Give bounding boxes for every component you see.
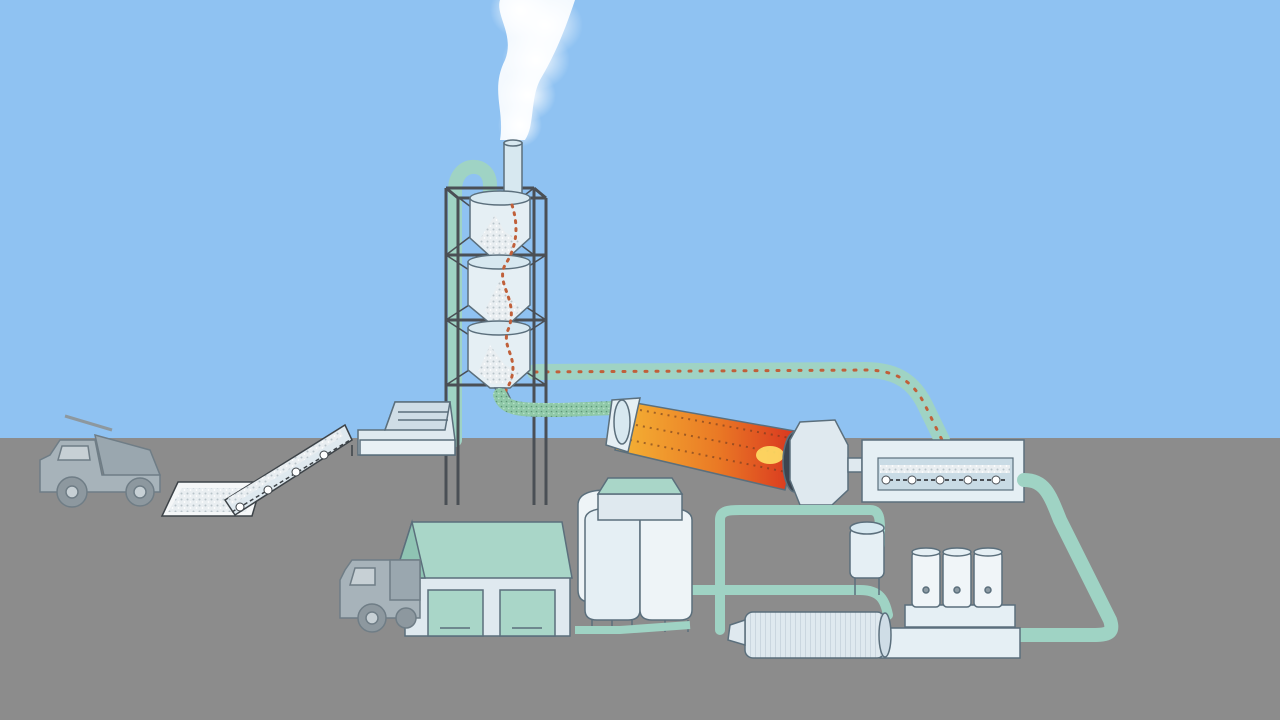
cyclone-preheaters bbox=[467, 190, 531, 399]
separator-tank bbox=[849, 521, 885, 595]
kiln-hood bbox=[789, 419, 849, 506]
hot-air-duct bbox=[527, 361, 950, 448]
cyclone-3 bbox=[467, 320, 531, 389]
mill-feed-duct bbox=[685, 585, 893, 620]
cyclone-2 bbox=[467, 254, 531, 326]
storage-and-loading-warehouse bbox=[399, 519, 573, 637]
raw-material-dump-truck bbox=[39, 414, 162, 508]
clinker-silos bbox=[577, 477, 693, 632]
mill-loop-duct bbox=[715, 505, 885, 635]
cement-mill bbox=[727, 611, 1021, 659]
smoke-plume bbox=[490, 0, 583, 147]
clinker-transport-duct bbox=[1008, 473, 1119, 642]
inclined-belt-conveyor bbox=[223, 423, 353, 517]
clinker-cooler bbox=[861, 439, 1025, 503]
silo-outlet-pipe bbox=[575, 621, 691, 634]
kiln-feed-duct bbox=[493, 388, 622, 418]
material-flow-tower bbox=[501, 203, 518, 394]
raw-mill bbox=[357, 401, 456, 456]
cement-silos bbox=[904, 547, 1016, 628]
cement-delivery-truck bbox=[339, 559, 421, 633]
